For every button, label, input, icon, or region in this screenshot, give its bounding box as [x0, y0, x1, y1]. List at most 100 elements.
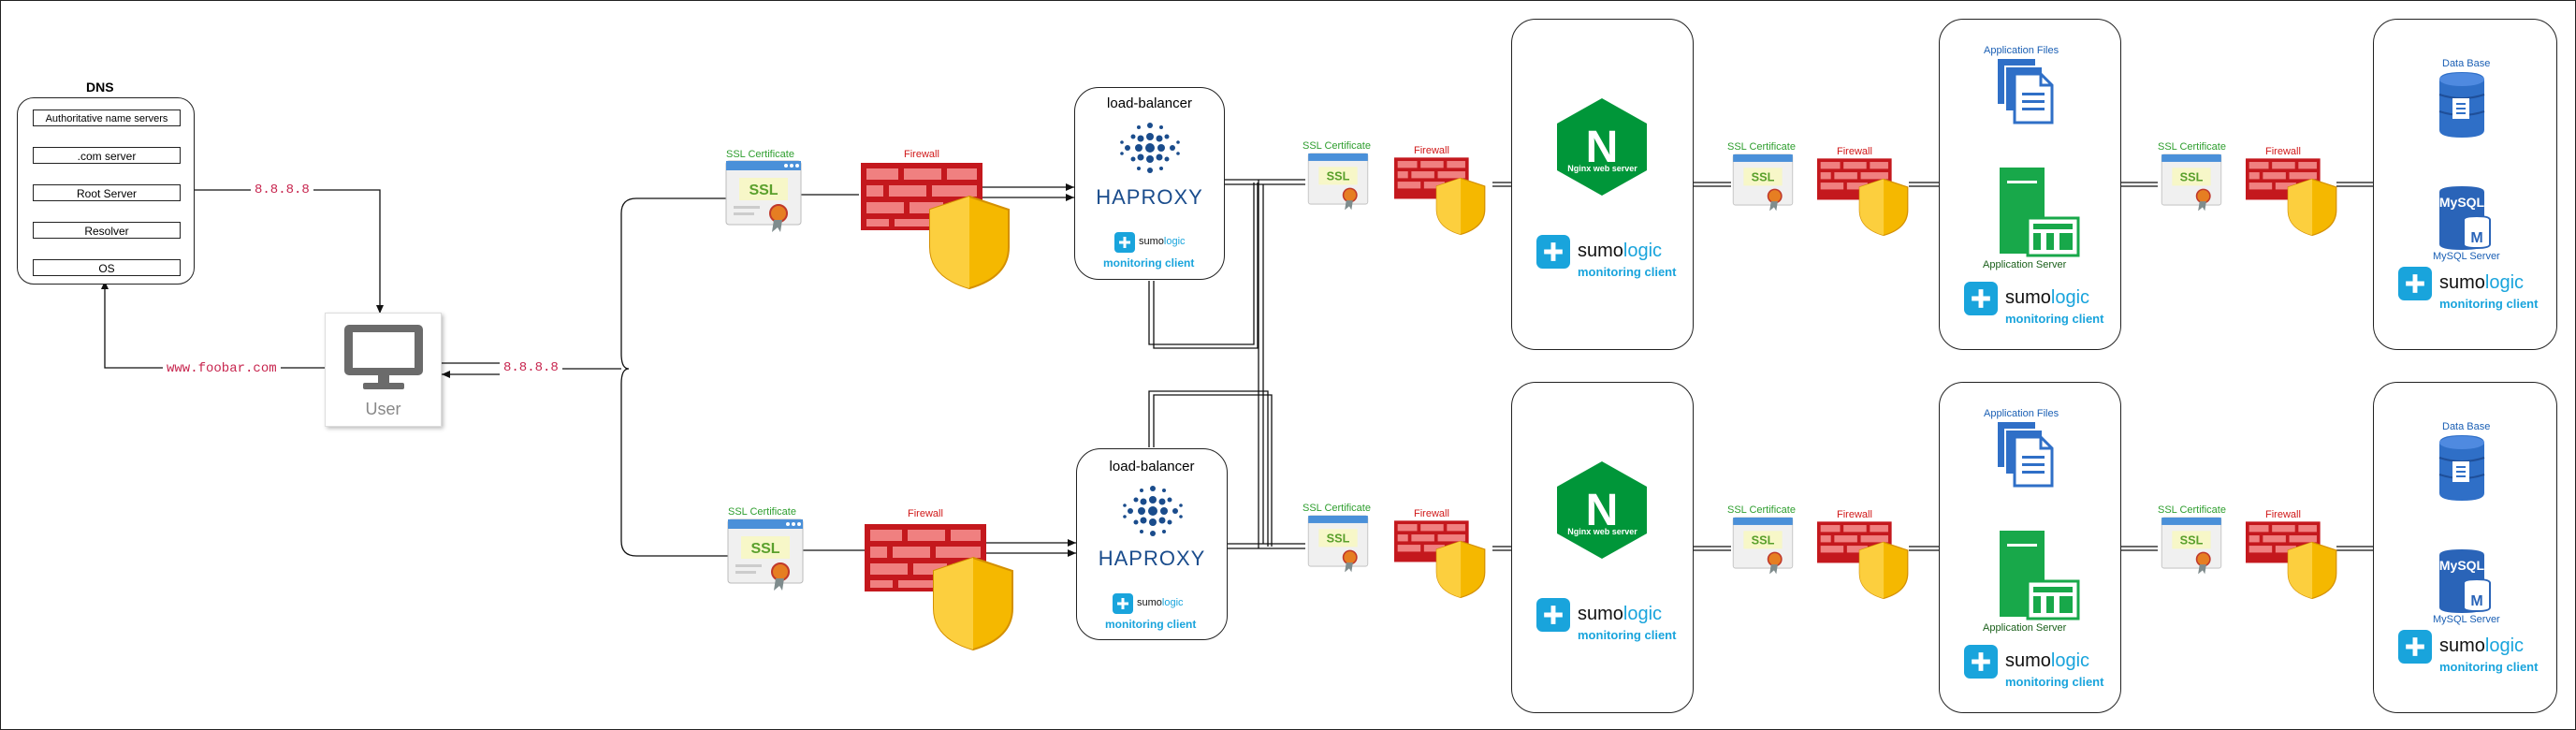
monitoring-client-label: monitoring client	[2439, 660, 2539, 674]
user-label: User	[365, 400, 401, 418]
files-icon	[1998, 59, 2054, 124]
db-label: Data Base	[2442, 58, 2491, 69]
svg-text:SSL: SSL	[1752, 533, 1775, 548]
sumologic-wordmark: sumologic	[1578, 604, 1662, 625]
monitoring-client-label: monitoring client	[1103, 256, 1195, 270]
application-server-icon	[2000, 168, 2080, 257]
application-server-icon	[2000, 531, 2080, 620]
sumo-text: sumo	[1137, 597, 1162, 608]
nginx-glyph: N	[1586, 486, 1619, 535]
firewall-icon	[2246, 521, 2337, 600]
firewall-icon	[1394, 520, 1486, 599]
sumologic-plus-icon	[1536, 598, 1570, 632]
firewall-label: Firewall	[1837, 509, 1872, 520]
firewall-icon	[1817, 158, 1909, 237]
svg-text:SSL: SSL	[749, 182, 778, 198]
mysql-label: MySQL Server	[2433, 251, 2500, 262]
nginx-logo-icon: N	[1557, 461, 1647, 559]
svg-text:SSL: SSL	[1752, 170, 1775, 184]
ssl-certificate-icon: SSL	[2161, 153, 2222, 212]
sumologic-wordmark: sumologic	[2005, 650, 2089, 672]
svg-text:SSL: SSL	[2180, 533, 2204, 548]
logic-text: logic	[1623, 241, 1663, 261]
user-node[interactable]: User	[325, 313, 442, 427]
ssl-label: SSL Certificate	[1727, 504, 1796, 516]
sumologic-plus-icon	[2398, 267, 2432, 300]
firewall-label: Firewall	[908, 508, 943, 519]
dns-row-authoritative: Authoritative name servers	[33, 110, 181, 126]
app-files-label: Application Files	[1984, 45, 2059, 56]
db-server-box[interactable]: Data Base MySQL M MySQL Server sumologic…	[2373, 382, 2557, 713]
ssl-label: SSL Certificate	[1727, 141, 1796, 153]
firewall-label: Firewall	[2265, 146, 2301, 157]
sumologic-wordmark: sumologic	[2439, 635, 2524, 657]
domain-label: www.foobar.com	[163, 361, 281, 376]
ssl-label: SSL Certificate	[1303, 140, 1371, 152]
sumo-text: sumo	[2005, 287, 2051, 308]
firewall-label: Firewall	[2265, 509, 2301, 520]
dns-row-resolver: Resolver	[33, 222, 181, 239]
ssl-label: SSL Certificate	[1303, 503, 1371, 514]
sumologic-plus-icon	[1536, 235, 1570, 269]
web-server-box[interactable]: N Nginx web server sumologic monitoring …	[1511, 382, 1694, 713]
mysql-badge-text: MySQL	[2439, 195, 2485, 210]
sumologic-plus-icon	[1964, 282, 1998, 315]
ssl-certificate-icon: SSL	[1307, 153, 1369, 211]
ssl-label: SSL Certificate	[2158, 504, 2226, 516]
mysql-server-icon: MySQL M	[2439, 186, 2491, 250]
firewall-label: Firewall	[1414, 508, 1449, 519]
logic-text: logic	[2484, 272, 2525, 293]
ssl-label: SSL Certificate	[728, 506, 796, 518]
firewall-label: Firewall	[1837, 146, 1872, 157]
monitoring-client-label: monitoring client	[2439, 297, 2539, 311]
sumologic-plus-icon	[1964, 645, 1998, 679]
nginx-caption: Nginx web server	[1567, 164, 1637, 173]
web-server-box[interactable]: N Nginx web server sumologic monitoring …	[1511, 19, 1694, 350]
dns-title: DNS	[86, 80, 114, 95]
load-balancer-box[interactable]: load-balancer HAPROXY sumologic monitori…	[1074, 87, 1225, 280]
firewall-icon	[2246, 158, 2337, 237]
sumo-text: sumo	[1578, 241, 1623, 261]
ssl-certificate-icon: SSL	[2161, 517, 2222, 575]
nginx-glyph: N	[1586, 123, 1619, 172]
db-server-box[interactable]: Data Base MySQL M MySQL Server sumologic…	[2373, 19, 2557, 350]
ip-label-resolver: 8.8.8.8	[251, 182, 313, 197]
ssl-certificate-icon: SSL	[725, 160, 802, 232]
dns-row-com: .com server	[33, 147, 181, 164]
database-icon	[2438, 435, 2485, 501]
app-files-label: Application Files	[1984, 408, 2059, 419]
database-icon	[2438, 72, 2485, 138]
svg-text:SSL: SSL	[750, 541, 779, 557]
files-icon	[1998, 422, 2054, 488]
ssl-certificate-icon: SSL	[727, 518, 804, 591]
logic-text: logic	[2050, 287, 2090, 308]
mysql-server-icon: MySQL M	[2439, 549, 2491, 613]
svg-text:SSL: SSL	[1327, 532, 1350, 546]
dns-row-os: OS	[33, 259, 181, 276]
nginx-logo-icon: N	[1557, 98, 1647, 196]
sumo-text: sumo	[2005, 650, 2051, 671]
haproxy-brand: HAPROXY	[1098, 547, 1206, 570]
load-balancer-box[interactable]: load-balancer HAPROXY sumologic monitori…	[1076, 448, 1228, 640]
sumologic-wordmark: sumologic	[2005, 287, 2089, 309]
haproxy-logo-icon	[1123, 486, 1183, 536]
monitoring-client-label: monitoring client	[2005, 312, 2104, 326]
sumo-text: sumo	[1139, 236, 1164, 247]
logic-text: logic	[1623, 604, 1663, 624]
app-server-label: Application Server	[1983, 622, 2067, 634]
load-balancer-title: load-balancer	[1109, 459, 1195, 474]
app-server-box[interactable]: Application Files Application Server sum…	[1939, 19, 2121, 350]
sumo-text: sumo	[2439, 635, 2485, 656]
firewall-label: Firewall	[1414, 145, 1449, 156]
logic-text: logic	[2484, 635, 2525, 656]
mysql-m-text: M	[2470, 593, 2482, 609]
firewall-icon	[865, 524, 1013, 651]
ip-label-user: 8.8.8.8	[500, 360, 562, 375]
sumo-text: sumo	[1578, 604, 1623, 624]
sumologic-wordmark: sumologic	[1578, 241, 1662, 262]
monitoring-client-label: monitoring client	[1105, 618, 1197, 631]
dns-box: Authoritative name servers .com server R…	[17, 97, 195, 285]
mysql-label: MySQL Server	[2433, 614, 2500, 625]
logic-text: logic	[2050, 650, 2090, 671]
app-server-box[interactable]: Application Files Application Server sum…	[1939, 382, 2121, 713]
